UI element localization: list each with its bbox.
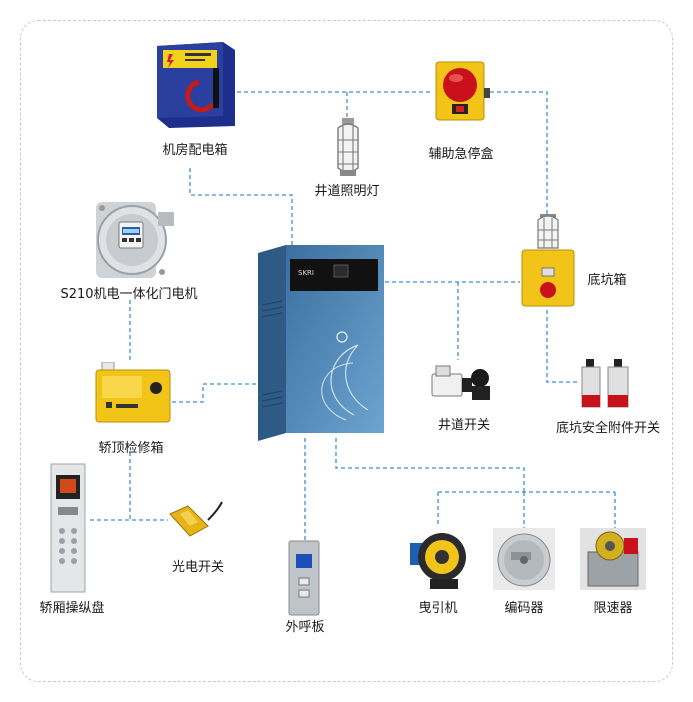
- door-motor: [92, 200, 176, 280]
- shaft-light: [333, 118, 363, 178]
- label-pit-safety-switch: 底坑安全附件开关: [555, 421, 661, 436]
- encoder: [493, 528, 555, 590]
- label-car-top-box: 轿顶检修箱: [98, 441, 164, 456]
- controller-cabinet: SKRI: [258, 245, 386, 441]
- label-aux-stop-box: 辅助急停盒: [428, 147, 494, 162]
- diagram-frame: [20, 20, 673, 682]
- line-cartop-controller: [172, 383, 262, 403]
- label-shaft-switch: 井道开关: [437, 418, 491, 433]
- speed-governor: [580, 528, 646, 590]
- machine-room-box: [153, 42, 237, 128]
- label-shaft-light: 井道照明灯: [314, 184, 380, 199]
- photoelectric-switch: [168, 500, 224, 542]
- line-machine-room-controller: [189, 168, 293, 245]
- label-door-motor: S210机电一体化门电机: [60, 287, 198, 302]
- label-car-operating-panel: 轿厢操纵盘: [39, 601, 105, 616]
- label-photoelectric-switch: 光电开关: [171, 560, 225, 575]
- label-pit-box: 底坑箱: [587, 273, 627, 288]
- label-encoder: 编码器: [504, 601, 544, 616]
- controller-brand: SKRI: [298, 269, 314, 277]
- line-pit-safety: [546, 310, 580, 383]
- hall-call-panel: [288, 540, 320, 616]
- traction-machine: [408, 525, 470, 591]
- label-speed-governor: 限速器: [593, 601, 633, 616]
- shaft-switch: [428, 360, 494, 404]
- pit-safety-switch: [580, 355, 634, 411]
- line-controller-bottom: [335, 438, 525, 492]
- car-top-box: [94, 361, 172, 426]
- label-hall-call-panel: 外呼板: [285, 620, 325, 635]
- label-traction-machine: 曳引机: [418, 601, 458, 616]
- line-aux-right: [490, 91, 548, 240]
- aux-stop-box: [430, 58, 490, 124]
- pit-box: [520, 210, 576, 310]
- label-machine-room-box: 机房配电箱: [162, 143, 228, 158]
- car-operating-panel: [50, 463, 86, 593]
